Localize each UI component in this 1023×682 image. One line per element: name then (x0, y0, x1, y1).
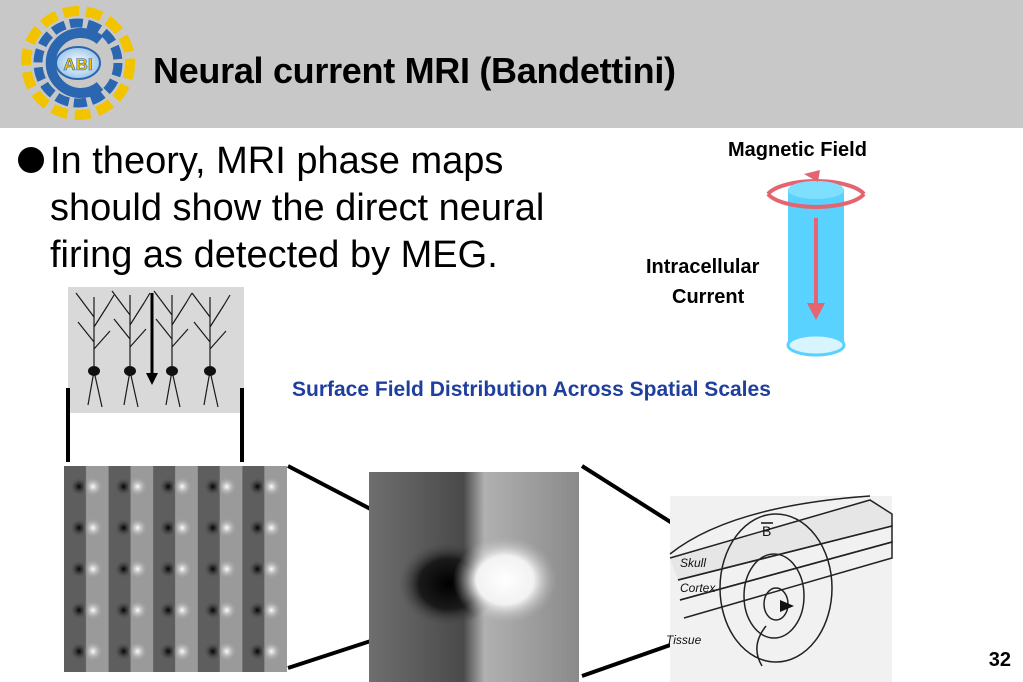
current-arrow-icon (807, 303, 825, 320)
neuron-current-arrow-icon (146, 373, 158, 385)
current-label: Current (672, 286, 745, 308)
dipole-grid-map (64, 466, 287, 672)
logo-c-shape (45, 28, 104, 98)
logo-ring (21, 6, 135, 120)
intracellular-label: Intracellular (646, 256, 760, 278)
current-cylinder-diagram (766, 170, 866, 357)
skull-label: Skull (680, 556, 706, 570)
figure-subtitle: Surface Field Distribution Across Spatia… (292, 378, 771, 401)
logo-oval (55, 46, 101, 80)
dipole-arrow-icon (780, 600, 794, 612)
slide-title: Neural current MRI (Bandettini) (153, 50, 676, 91)
neuron-somas (88, 366, 216, 376)
bullet-text: In theory, MRI phase maps should show th… (50, 140, 545, 276)
head-cross-section-diagram: B Skull Cortex Tissue (666, 495, 893, 682)
cortex-label: Cortex (680, 581, 716, 595)
abi-logo: ABI (21, 6, 135, 120)
skull-outer-line (669, 495, 871, 555)
bullet-dot-icon (18, 147, 44, 173)
cylinder-bottom (786, 333, 846, 357)
neuron-illustration (68, 287, 244, 413)
tissue-label: Tissue (666, 633, 702, 647)
cylinder-top (788, 181, 844, 199)
header-bar (0, 0, 1023, 128)
magnetic-field-label: Magnetic Field (728, 139, 867, 161)
field-loop-front (766, 192, 866, 209)
single-dipole-map (369, 472, 579, 682)
b-field-label: B (762, 523, 771, 539)
logo-text: ABI (63, 55, 92, 74)
page-number: 32 (988, 649, 1011, 671)
neuron-dendrites (75, 290, 231, 408)
field-arrowhead-icon (804, 170, 820, 182)
field-line-outer (719, 513, 833, 663)
field-line-mid (743, 553, 805, 639)
